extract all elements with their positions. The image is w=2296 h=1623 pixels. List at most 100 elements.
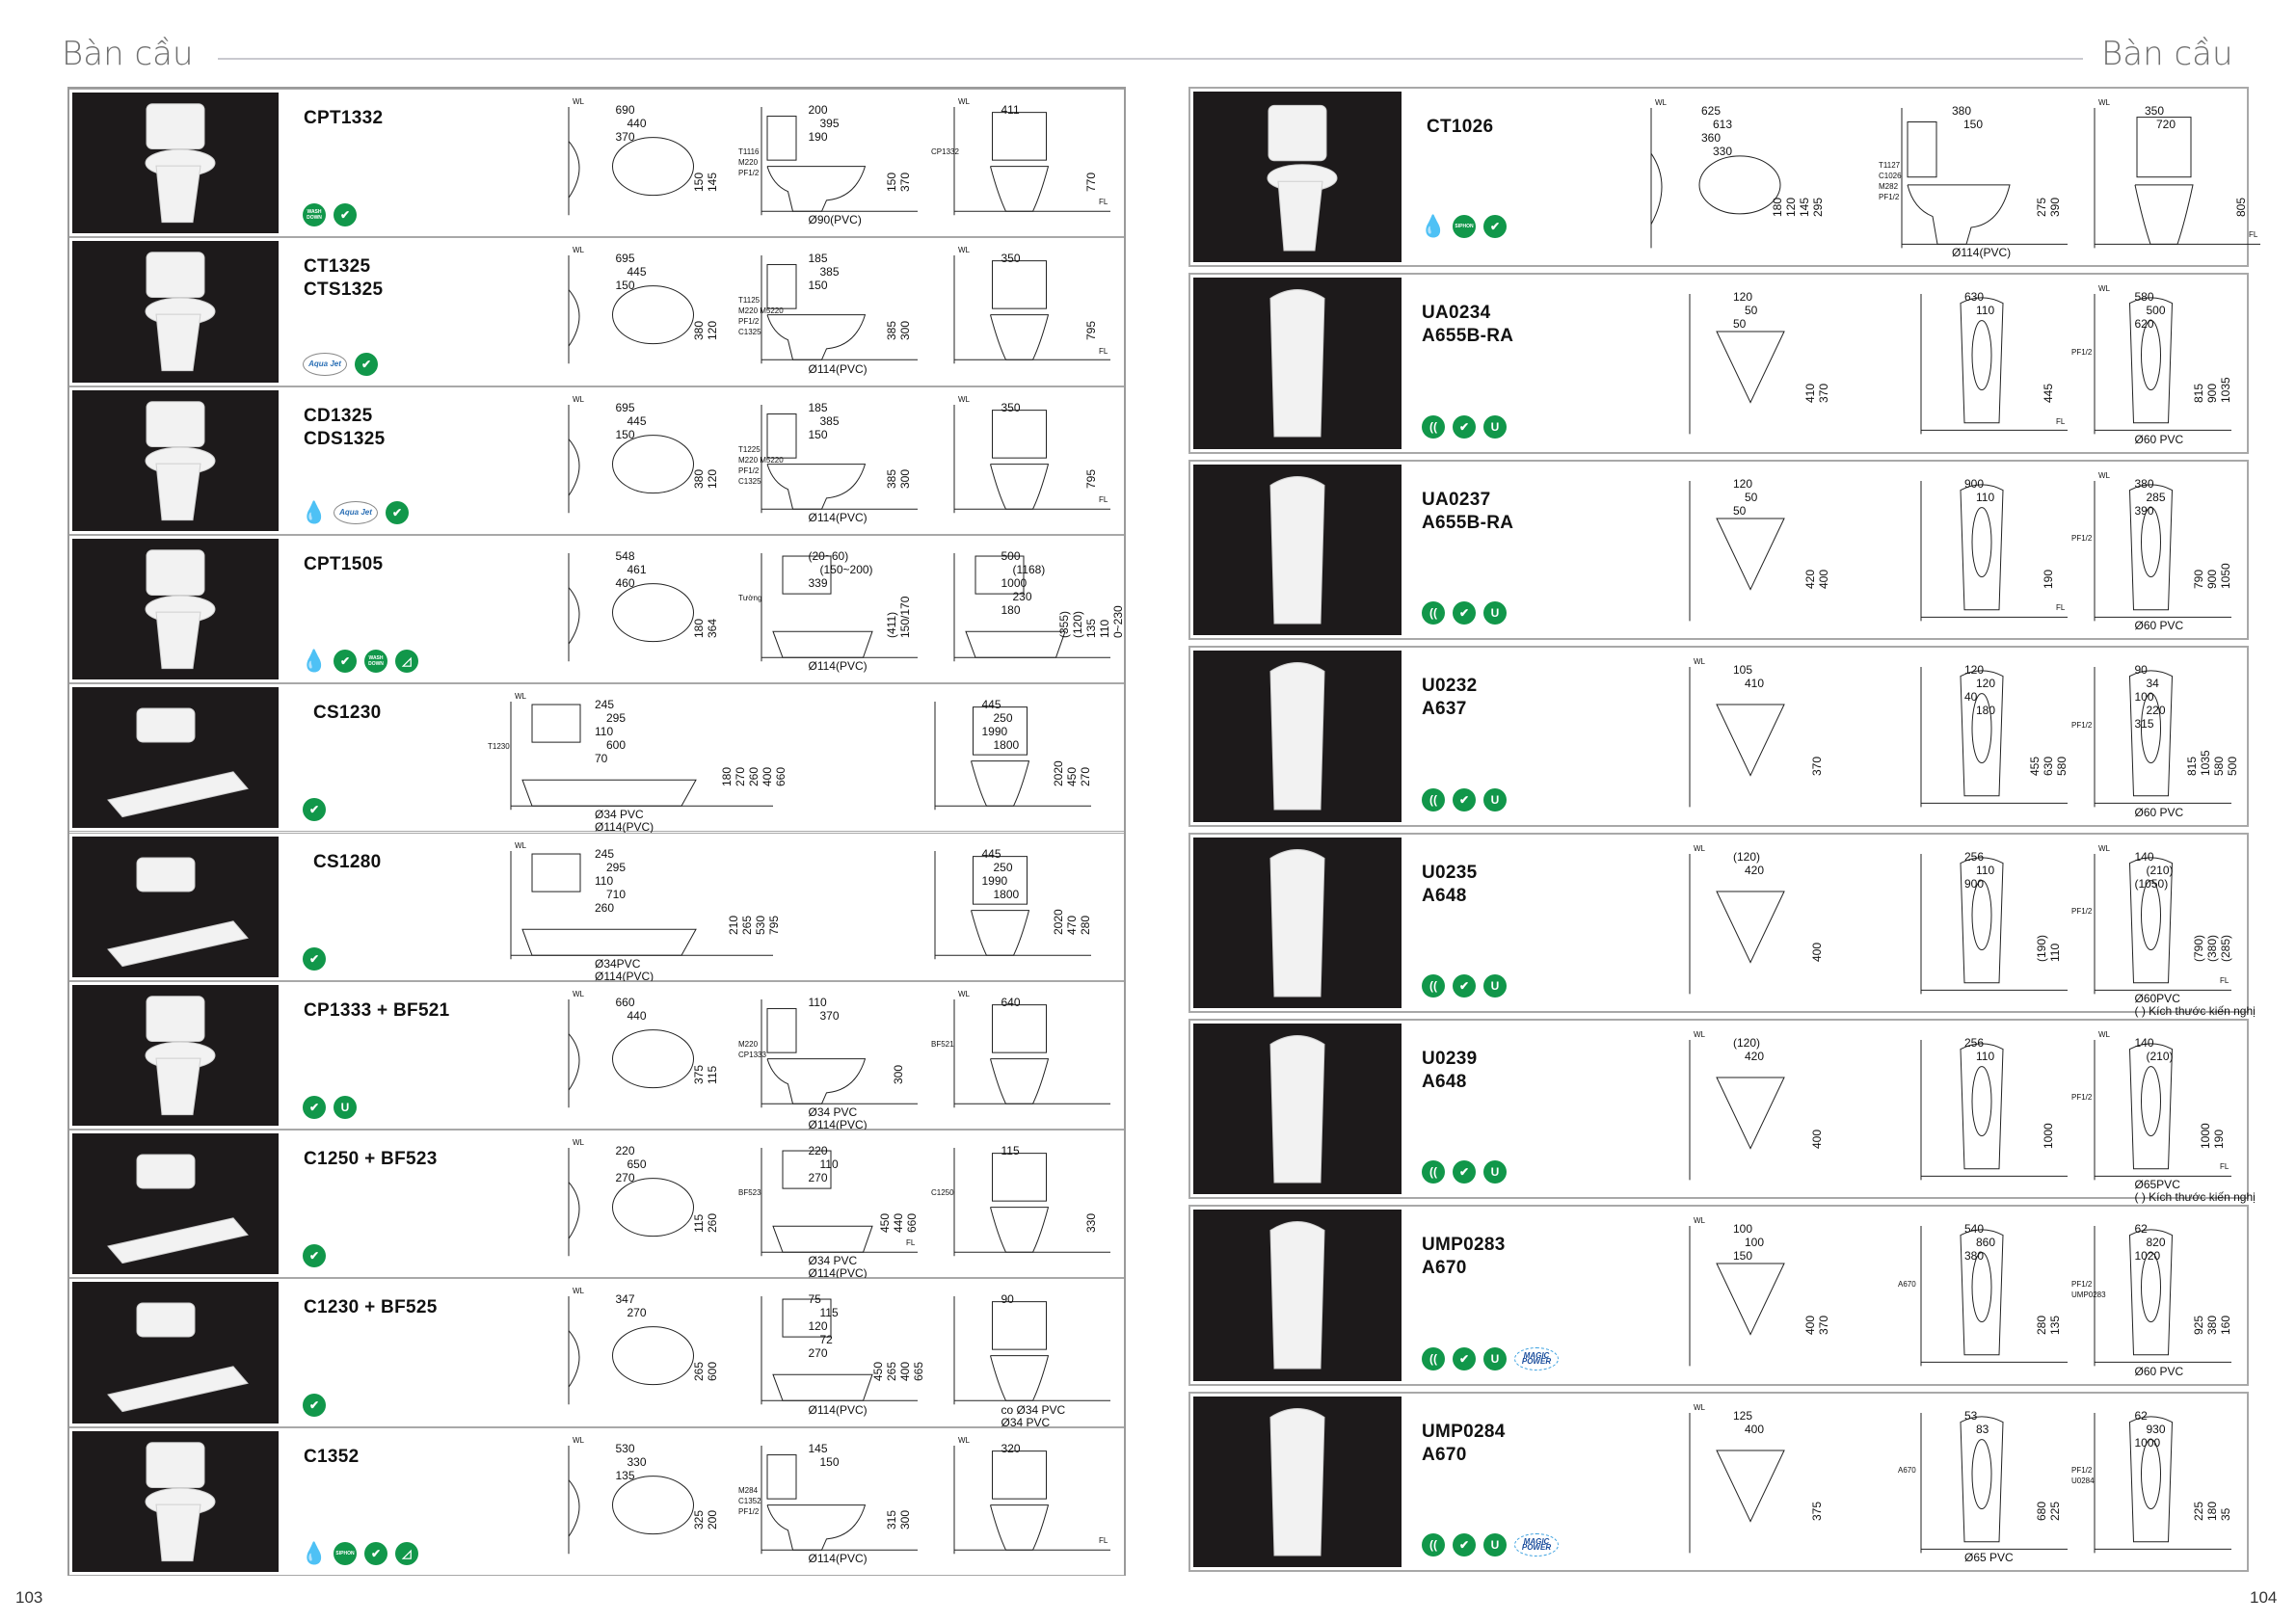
wall-line-label: WL	[2098, 470, 2110, 480]
dimension-label: M220	[738, 158, 759, 168]
floor-line-label: FL	[2249, 230, 2258, 240]
dimension-label: 185	[808, 252, 828, 266]
water-icon: 💧	[1420, 214, 1447, 239]
dimension-label: 285	[2146, 490, 2166, 504]
dimension-label: 210	[727, 916, 740, 936]
dimension-label: 270	[734, 766, 747, 786]
dimension-label: M220	[738, 1039, 759, 1049]
dimension-label: 265	[740, 916, 754, 936]
dimension-label: 75	[808, 1292, 821, 1307]
dimension-label: 90	[1001, 1292, 1014, 1307]
drawing-outline	[1689, 1040, 1785, 1181]
dimension-label: PF1/2	[738, 169, 760, 178]
drawing-outline	[1650, 108, 1781, 249]
dimension-label: 900	[2205, 570, 2219, 590]
wall-line-label: WL	[2098, 98, 2110, 107]
dimension-label: 375	[692, 1064, 706, 1084]
dimension-label: 110	[808, 995, 827, 1009]
dimension-label: 530	[754, 916, 767, 936]
dimension-label: 665	[912, 1362, 925, 1382]
dimension-label: 450	[1065, 766, 1079, 786]
page-number-left: 103	[15, 1588, 43, 1607]
dimension-label: 1000	[2199, 1122, 2212, 1149]
dimension-label: PF1/2	[2071, 1279, 2093, 1289]
drawing-outline	[510, 850, 773, 959]
dimension-label: 350	[1001, 400, 1021, 414]
product-code: UMP0283	[1422, 1235, 1506, 1256]
dimension-label: (210)	[2146, 863, 2174, 877]
dimension-label: 150	[692, 172, 706, 192]
dimension-label: (120)	[1733, 1036, 1761, 1050]
dimension-label: 445	[981, 846, 1001, 861]
glaze-icon: U	[1483, 1533, 1507, 1557]
product-photo-urinal	[1269, 848, 1325, 998]
product-code: UA0237	[1422, 489, 1491, 510]
dimension-label: Ø34 PVC	[808, 1254, 858, 1268]
dimension-label: PF1/2	[738, 1506, 760, 1516]
eco-icon: ✔	[386, 500, 409, 524]
dimension-label: 411	[1001, 103, 1020, 117]
dimension-label: PF1/2	[1879, 193, 1900, 202]
dimension-label: 330	[627, 1454, 647, 1469]
dimension-label: 370	[1810, 756, 1824, 776]
product-photo	[1193, 1210, 1402, 1381]
drawing-outline	[953, 1445, 1110, 1554]
dimension-label: 385	[819, 413, 840, 428]
feature-badges: WASH DOWN✔	[303, 203, 357, 227]
dimension-label: 613	[1713, 118, 1733, 131]
product-code: U0239	[1422, 1049, 1478, 1069]
dimension-label: 150	[819, 1454, 840, 1469]
wall-line-label: WL	[958, 1435, 970, 1445]
water-icon: 💧	[301, 499, 328, 524]
dimension-label: 720	[2156, 118, 2176, 131]
wall-line-label: WL	[1694, 1030, 1705, 1039]
dimension-label: PF1/2	[2071, 1466, 2093, 1476]
dimension-label: 180	[1001, 602, 1021, 617]
product-photo	[1193, 92, 1402, 263]
dimension-label: 110	[1976, 304, 1995, 318]
drawing-outline	[568, 998, 694, 1108]
dimension-label: 180	[720, 766, 734, 786]
glaze-icon: U	[1483, 787, 1507, 812]
dimension-label: 400	[898, 1362, 912, 1382]
dimension-label: 315	[885, 1510, 898, 1530]
dimension-label: 260	[747, 766, 761, 786]
dimension-label: T1225	[738, 444, 761, 454]
dimension-label: co Ø34 PVC	[1001, 1402, 1066, 1417]
dimension-label: (355)	[1057, 610, 1071, 638]
product-photo-squat	[107, 1154, 249, 1264]
dimension-label: 600	[706, 1362, 719, 1382]
dimension-label: 440	[892, 1212, 905, 1233]
dimension-label: 380	[2205, 1315, 2219, 1335]
siphon-icon: SIPHON	[334, 1541, 357, 1565]
drawing-outline	[1689, 1226, 1785, 1367]
dimension-label: 500	[2226, 756, 2239, 776]
dimension-label: 930	[2146, 1422, 2166, 1436]
dimension-label: 120	[808, 1319, 828, 1334]
eco-icon: ✔	[303, 1096, 326, 1120]
drawing-outline	[953, 255, 1110, 364]
dimension-label: 250	[993, 860, 1013, 874]
dimension-label: 400	[761, 766, 774, 786]
drawing-outline	[1920, 294, 2068, 435]
dimension-label: C1325	[738, 328, 761, 337]
dimension-label: 100	[2134, 690, 2154, 705]
dimension-label: 300	[898, 469, 912, 490]
dimension-label: 120	[706, 469, 719, 490]
eco-icon: ✔	[334, 650, 357, 674]
dimension-label: 630	[1964, 290, 1985, 305]
dimension-label: 83	[1976, 1422, 1989, 1436]
dimension-label: 347	[615, 1292, 635, 1307]
dimension-label: 270	[615, 1171, 635, 1185]
